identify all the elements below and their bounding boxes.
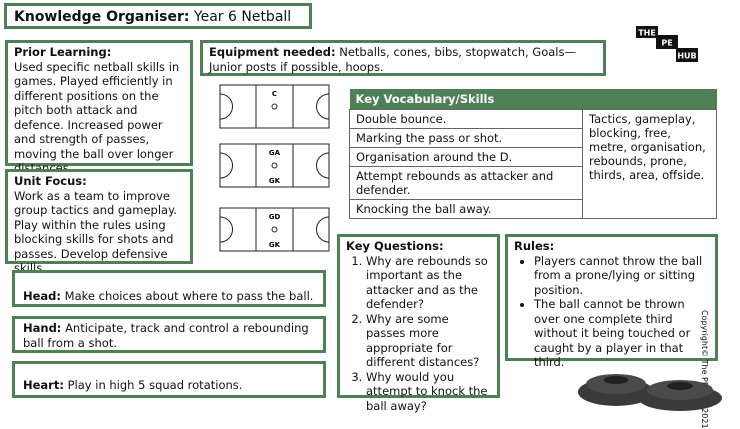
vocabulary-heading: Key Vocabulary/Skills: [349, 89, 717, 110]
equipment-text: Netballs, cones, bibs, stopwatch, Goals—…: [209, 45, 576, 74]
court-label-gk: GK: [269, 177, 281, 185]
rules-heading: Rules:: [514, 239, 555, 253]
list-item: The ball cannot be thrown over one compl…: [534, 297, 709, 370]
court-label-gd: GD: [269, 213, 281, 221]
vocab-words: Tactics, gameplay, blocking, free, metre…: [582, 109, 717, 219]
vocab-row: Knocking the ball away.: [349, 199, 583, 219]
svg-text:THE: THE: [638, 29, 656, 38]
vocab-row: Organisation around the D.: [349, 147, 583, 167]
vocab-row: Attempt rebounds as attacker and defende…: [349, 166, 583, 200]
list-item: Why are rebounds so important as the att…: [366, 254, 491, 312]
prior-learning-heading: Prior Learning:: [14, 45, 112, 59]
unit-focus-heading: Unit Focus:: [14, 174, 87, 188]
key-questions-list: Why are rebounds so important as the att…: [346, 254, 491, 414]
prior-learning-text: Used specific netball skills in games. P…: [14, 59, 180, 176]
vocab-row: Double bounce.: [349, 109, 583, 129]
unit-focus-text: Work as a team to improve group tactics …: [14, 188, 177, 276]
heart-panel: Heart: Play in high 5 squad rotations.: [12, 361, 326, 398]
svg-text:HUB: HUB: [677, 52, 696, 61]
svg-text:PE: PE: [661, 39, 672, 48]
rules-list: Players cannot throw the ball from a pro…: [514, 254, 709, 370]
list-item: Players cannot throw the ball from a pro…: [534, 254, 709, 298]
court-diagram-centre: C: [219, 84, 330, 129]
cones-icon: [578, 374, 722, 411]
rules-panel: Rules: Players cannot throw the ball fro…: [505, 234, 718, 369]
head-panel: Head: Make choices about where to pass t…: [12, 270, 326, 307]
court-label-ga: GA: [269, 149, 281, 157]
key-questions-heading: Key Questions:: [346, 239, 444, 253]
equipment-panel: Equipment needed: Netballs, cones, bibs,…: [200, 40, 606, 76]
page-title: Knowledge Organiser: Year 6 Netball: [4, 3, 312, 29]
prior-learning-panel: Prior Learning: Used specific netball sk…: [5, 40, 193, 175]
list-item: Why are some passes more appropriate for…: [366, 312, 491, 370]
court-label-gk2: GK: [269, 241, 281, 249]
vocab-row: Marking the pass or shot.: [349, 128, 583, 148]
equipment-heading: Equipment needed:: [209, 45, 336, 59]
list-item: Why would you attempt to knock the ball …: [366, 370, 491, 414]
court-diagram-ga-gk: GA GK: [219, 143, 330, 188]
pe-hub-logo: THE PE HUB: [636, 26, 698, 62]
court-label-c: C: [272, 90, 277, 98]
hand-panel: Hand: Anticipate, track and control a re…: [12, 316, 326, 353]
unit-focus-panel: Unit Focus: Work as a team to improve gr…: [5, 169, 193, 275]
vocabulary-table: Key Vocabulary/Skills Double bounce. Tac…: [349, 89, 717, 219]
court-diagram-gd-gk: GD GK: [219, 207, 330, 252]
key-questions-panel: Key Questions: Why are rebounds so impor…: [337, 234, 500, 413]
